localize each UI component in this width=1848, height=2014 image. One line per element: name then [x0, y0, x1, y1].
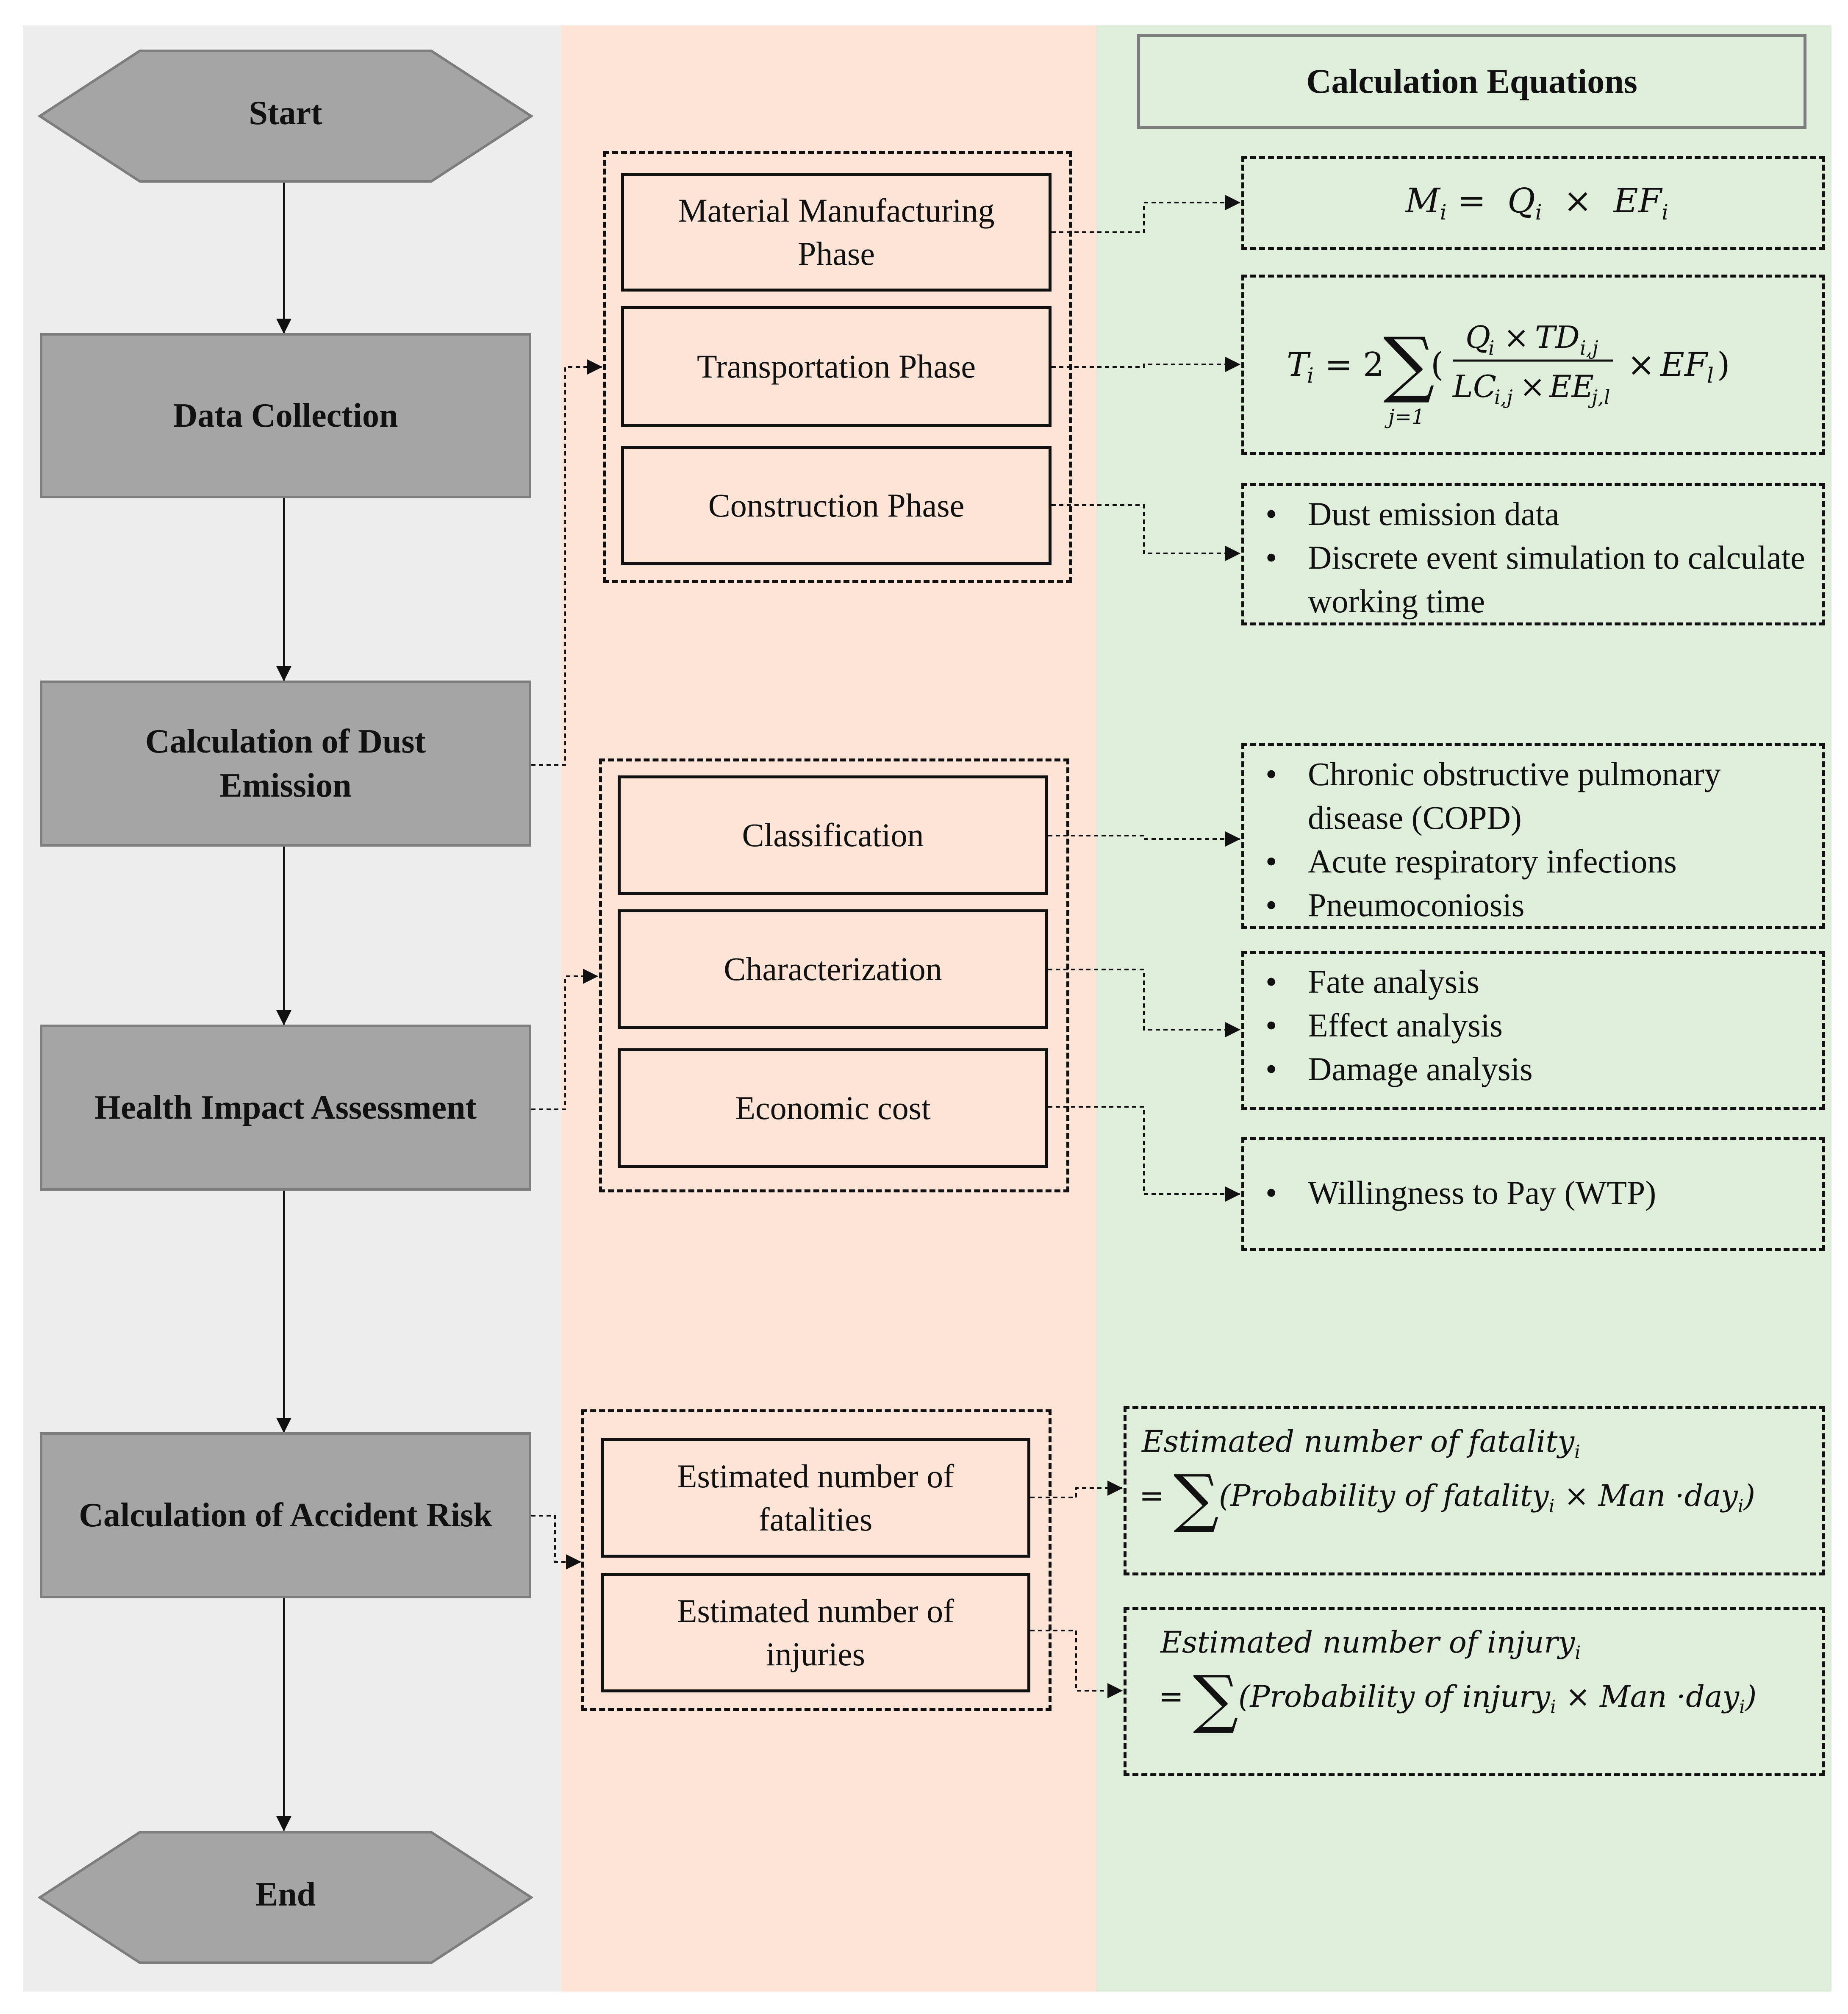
- fatalities-equation-line-1: Estimated number of fatalityi: [1142, 1424, 1580, 1463]
- svg-text:Q: Q: [1465, 319, 1490, 355]
- characterization-box: Characterization: [618, 909, 1048, 1029]
- svg-text:i,j: i,j: [1580, 336, 1598, 359]
- economic-equation-box: Willingness to Pay (WTP): [1241, 1137, 1825, 1251]
- characterization-label: Characterization: [724, 950, 942, 987]
- list-item: Dust emission data: [1265, 492, 1814, 536]
- list-item: Effect analysis: [1265, 1003, 1814, 1047]
- transportation-phase-box: Transportation Phase: [621, 306, 1052, 427]
- classification-list: Chronic obstructive pulmonary disease (C…: [1265, 752, 1814, 927]
- characterization-equation-box: Fate analysis Effect analysis Damage ana…: [1241, 951, 1825, 1110]
- transportation-equation-box: T i = 2 ∑ j=1 ( Q i × TD i,j LC i,j × EE…: [1241, 275, 1825, 455]
- injuries-box: Estimated number of injuries: [601, 1573, 1030, 1692]
- end-label: End: [255, 1876, 316, 1913]
- phases-group: [603, 151, 1072, 583]
- svg-text:i: i: [1488, 336, 1495, 359]
- list-item: Fate analysis: [1265, 960, 1814, 1003]
- material-equation: Mi = Qi × EFi: [1405, 181, 1669, 225]
- dust-emission-step: Calculation of Dust Emission: [40, 681, 531, 847]
- accident-group: [581, 1409, 1052, 1711]
- construction-phase-box: Construction Phase: [621, 446, 1052, 565]
- classification-equation-box: Chronic obstructive pulmonary disease (C…: [1241, 743, 1825, 929]
- link-classification-eq: [1048, 831, 1240, 847]
- svg-text:j,l: j,l: [1588, 386, 1610, 408]
- transportation-equation: T i = 2 ∑ j=1 ( Q i × TD i,j LC i,j × EE…: [1287, 319, 1730, 429]
- classification-label: Classification: [742, 817, 924, 853]
- link-economic-eq: [1048, 1106, 1240, 1202]
- svg-text:l: l: [1707, 363, 1714, 388]
- characterization-list: Fate analysis Effect analysis Damage ana…: [1265, 960, 1814, 1091]
- svg-text:j=1: j=1: [1385, 405, 1425, 429]
- fatalities-equation-line-2: = ∑(Probability of fatalityi × Man ·dayi…: [1139, 1461, 1756, 1535]
- data-collection-step: Data Collection: [40, 333, 531, 498]
- list-item: Damage analysis: [1265, 1047, 1814, 1091]
- economic-cost-box: Economic cost: [618, 1048, 1048, 1168]
- accident-risk-step: Calculation of Accident Risk: [40, 1432, 531, 1598]
- svg-text:T: T: [1287, 346, 1311, 384]
- list-item: Acute respiratory infections: [1265, 839, 1814, 883]
- svg-text:EE: EE: [1548, 369, 1594, 404]
- link-health-to-groups: [531, 969, 598, 1110]
- data-collection-label: Data Collection: [173, 397, 398, 434]
- dust-emission-label: Calculation of Dust Emission: [145, 723, 426, 804]
- svg-text:TD: TD: [1535, 319, 1580, 355]
- fatalities-label: Estimated number of fatalities: [677, 1458, 955, 1538]
- construction-list: Dust emission data Discrete event simula…: [1265, 492, 1814, 623]
- start-terminator: [38, 50, 533, 183]
- link-accident-to-groups: [531, 1515, 581, 1570]
- link-construction-eq: [1052, 504, 1240, 561]
- link-material-eq: [1052, 195, 1240, 233]
- svg-text:= 2: = 2: [1325, 346, 1384, 384]
- material-equation-box: Mi = Qi × EFi: [1241, 156, 1825, 250]
- health-impact-label: Health Impact Assessment: [94, 1089, 477, 1126]
- construction-phase-label: Construction Phase: [708, 487, 965, 524]
- svg-text:EF: EF: [1659, 346, 1709, 384]
- accident-risk-label: Calculation of Accident Risk: [79, 1497, 492, 1534]
- injuries-equation-line-1: Estimated number of injuryi: [1160, 1625, 1581, 1664]
- health-impact-step: Health Impact Assessment: [40, 1025, 531, 1191]
- classification-box: Classification: [618, 775, 1048, 895]
- injuries-label: Estimated number of injuries: [677, 1592, 955, 1672]
- material-phase-box: Material Manufacturing Phase: [621, 173, 1052, 292]
- equations-header-label: Calculation Equations: [1306, 62, 1637, 100]
- construction-equation-box: Dust emission data Discrete event simula…: [1241, 483, 1825, 625]
- injuries-equation-line-2: = ∑(Probability of injuryi × Man ·dayi): [1159, 1662, 1757, 1736]
- svg-text:∑: ∑: [1383, 322, 1435, 406]
- fatalities-box: Estimated number of fatalities: [601, 1438, 1030, 1558]
- link-transport-eq: [1052, 357, 1240, 372]
- svg-text:i,j: i,j: [1494, 386, 1513, 408]
- svg-text:×: ×: [1627, 346, 1655, 384]
- material-phase-label: Material Manufacturing Phase: [678, 192, 995, 272]
- svg-text:×: ×: [1504, 319, 1529, 355]
- health-group: [599, 758, 1069, 1192]
- svg-text:LC: LC: [1452, 369, 1496, 404]
- end-terminator: [38, 1831, 533, 1964]
- list-item: Chronic obstructive pulmonary disease (C…: [1265, 752, 1814, 839]
- fatalities-equation-box: Estimated number of fatalityi = ∑(Probab…: [1124, 1406, 1825, 1575]
- transportation-phase-label: Transportation Phase: [697, 348, 976, 385]
- svg-text:×: ×: [1520, 369, 1545, 404]
- economic-list: Willingness to Pay (WTP): [1265, 1171, 1814, 1214]
- list-item: Willingness to Pay (WTP): [1265, 1171, 1814, 1214]
- link-characterization-eq: [1048, 969, 1240, 1037]
- svg-text:i: i: [1307, 363, 1314, 388]
- start-label: Start: [249, 94, 322, 132]
- equations-header: Calculation Equations: [1137, 34, 1806, 129]
- injuries-equation-box: Estimated number of injuryi = ∑(Probabil…: [1124, 1607, 1825, 1776]
- link-dust-to-phases: [531, 359, 602, 766]
- link-fatalities-eq: [1030, 1481, 1123, 1498]
- list-item: Discrete event simulation to calculate w…: [1265, 536, 1814, 623]
- svg-text:(: (: [1431, 346, 1443, 384]
- economic-cost-label: Economic cost: [735, 1089, 931, 1126]
- list-item: Pneumoconiosis: [1265, 883, 1814, 927]
- svg-text:): ): [1717, 346, 1730, 384]
- link-injuries-eq: [1030, 1630, 1123, 1698]
